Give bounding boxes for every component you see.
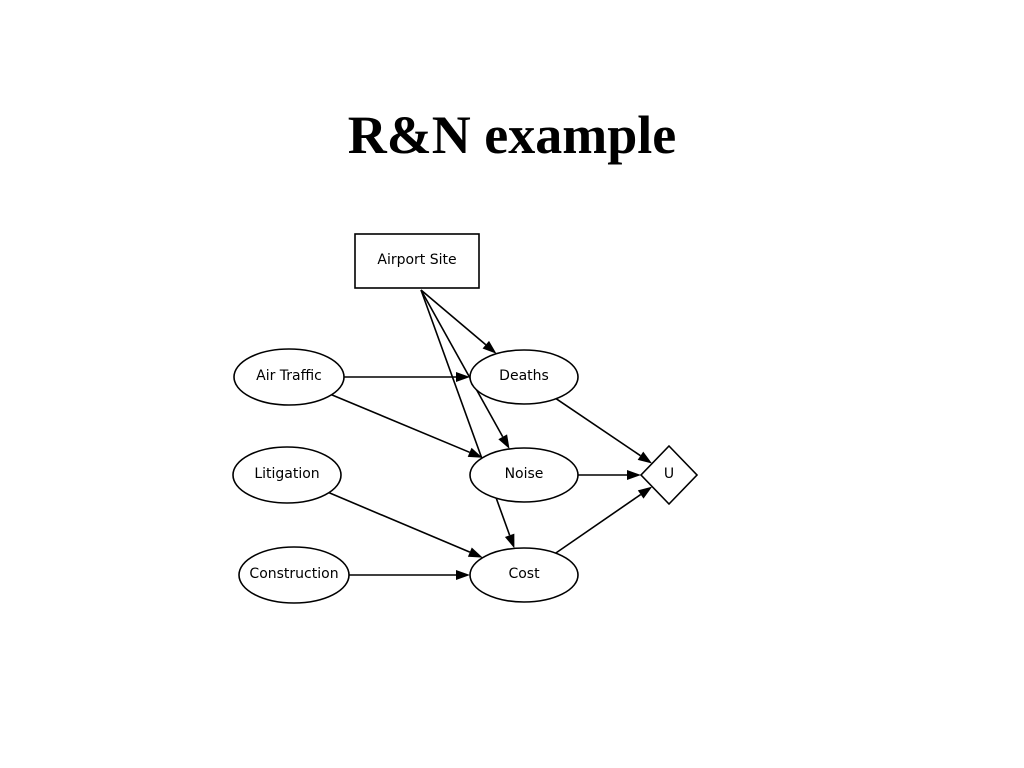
slide-title: R&N example: [347, 105, 677, 165]
node-label: Cost: [508, 566, 540, 582]
node-cost: Cost: [469, 547, 579, 603]
chance-node-ellipse: [238, 546, 350, 604]
node-utility: U: [639, 444, 699, 506]
arrowhead-icon: [482, 340, 497, 354]
chance-node-ellipse: [232, 446, 342, 504]
decision-node-box: [354, 233, 480, 289]
edge-line: [555, 493, 642, 554]
edge-airport-site-to-deaths: [420, 289, 497, 354]
edge-line: [328, 491, 471, 553]
edge-line: [555, 398, 641, 457]
node-construction: Construction: [238, 546, 350, 604]
edge-litigation-to-cost: [328, 491, 483, 558]
arrowhead-icon: [456, 372, 470, 382]
chance-node-ellipse: [233, 348, 345, 406]
node-air-traffic: Air Traffic: [233, 348, 345, 406]
arrowhead-icon: [467, 447, 483, 458]
edge-construction-to-cost: [349, 570, 470, 580]
chance-node-ellipse: [469, 447, 579, 503]
arrowhead-icon: [467, 547, 483, 558]
node-label: Litigation: [254, 466, 319, 482]
arrowhead-icon: [456, 570, 470, 580]
chance-node-ellipse: [469, 547, 579, 603]
edge-noise-to-utility: [578, 470, 641, 480]
node-deaths: Deaths: [469, 349, 579, 405]
node-airport-site: Airport Site: [354, 233, 480, 289]
arrowhead-icon: [498, 434, 510, 449]
node-label: Construction: [249, 566, 338, 582]
node-noise: Noise: [469, 447, 579, 503]
edge-cost-to-utility: [555, 486, 653, 554]
arrowhead-icon: [627, 470, 641, 480]
edge-deaths-to-utility: [555, 398, 653, 464]
edge-line: [331, 394, 470, 454]
edges-layer: [328, 289, 653, 580]
edge-air-traffic-to-noise: [331, 394, 483, 458]
arrowhead-icon: [637, 451, 653, 464]
edge-line: [420, 289, 487, 346]
node-label: Noise: [505, 466, 544, 482]
arrowhead-icon: [637, 486, 653, 499]
node-litigation: Litigation: [232, 446, 342, 504]
edge-airport-site-to-noise: [420, 289, 510, 449]
node-label: Deaths: [499, 368, 549, 384]
utility-node-diamond: [639, 444, 699, 506]
edge-line: [420, 289, 504, 438]
chance-node-ellipse: [469, 349, 579, 405]
arrowhead-icon: [504, 533, 515, 549]
node-label: U: [664, 466, 674, 482]
node-label: Air Traffic: [256, 368, 322, 384]
edge-air-traffic-to-deaths: [344, 372, 470, 382]
node-label: Airport Site: [377, 252, 456, 268]
